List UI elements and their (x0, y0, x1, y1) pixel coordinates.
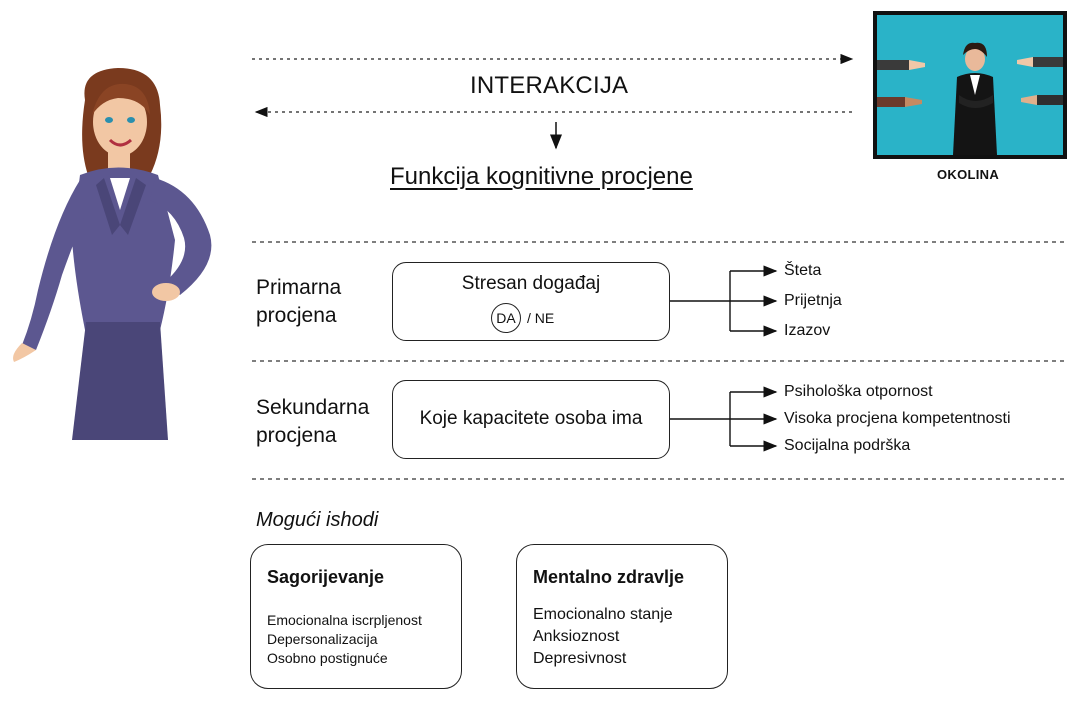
cognitive-appraisal-title: Funkcija kognitivne procjene (390, 163, 693, 190)
primary-outcome-2: Prijetnja (784, 292, 842, 309)
outcome-box-title: Sagorijevanje (267, 567, 385, 587)
secondary-box: Koje kapacitete osoba ima (392, 380, 670, 459)
da-circle: DA (491, 303, 521, 333)
outcome-item: Anksioznost (533, 628, 620, 645)
outcome-item: Depresivnost (533, 650, 627, 667)
primary-label: Primarna procjena (256, 274, 341, 330)
secondary-outcome-2: Visoka procjena kompetentnosti (784, 410, 1011, 427)
outcome-item: Emocionalna iscrpljenost (267, 612, 422, 628)
secondary-outcome-1: Psihološka otpornost (784, 383, 933, 400)
outcome-box-items: Emocionalna iscrpljenost Depersonalizaci… (267, 611, 422, 668)
primary-box-text: Stresan događaj (461, 273, 601, 294)
secondary-label: Sekundarna procjena (256, 394, 369, 450)
outcome-box-title: Mentalno zdravlje (533, 567, 685, 587)
secondary-outcome-3: Socijalna podrška (784, 437, 911, 454)
outcome-item: Osobno postignuće (267, 650, 388, 666)
secondary-box-text: Koje kapacitete osoba ima (419, 408, 643, 429)
secondary-label-line2: procjena (256, 424, 337, 447)
environment-label: OKOLINA (937, 167, 1000, 182)
outcome-item: Emocionalno stanje (533, 606, 673, 623)
outcome-item: Depersonalizacija (267, 631, 378, 647)
primary-box: Stresan događaj DA / NE (392, 262, 670, 341)
interaction-title: INTERAKCIJA (470, 72, 629, 99)
outcome-box-burnout: Sagorijevanje Emocionalna iscrpljenost D… (250, 544, 462, 689)
primary-label-line2: procjena (256, 304, 337, 327)
secondary-label-line1: Sekundarna (256, 396, 370, 419)
primary-label-line1: Primarna (256, 276, 342, 299)
ne-label: / NE (527, 310, 555, 326)
woman-illustration (13, 68, 212, 440)
outcome-box-mental-health: Mentalno zdravlje Emocionalno stanje Ank… (516, 544, 728, 689)
primary-outcome-3: Izazov (784, 322, 831, 339)
primary-outcome-1: Šteta (784, 262, 822, 279)
possible-outcomes-label: Mogući ishodi (256, 509, 379, 531)
outcome-box-items: Emocionalno stanje Anksioznost Depresivn… (533, 604, 673, 670)
yes-no-choice: DA / NE (491, 303, 554, 333)
environment-image (873, 11, 1067, 159)
